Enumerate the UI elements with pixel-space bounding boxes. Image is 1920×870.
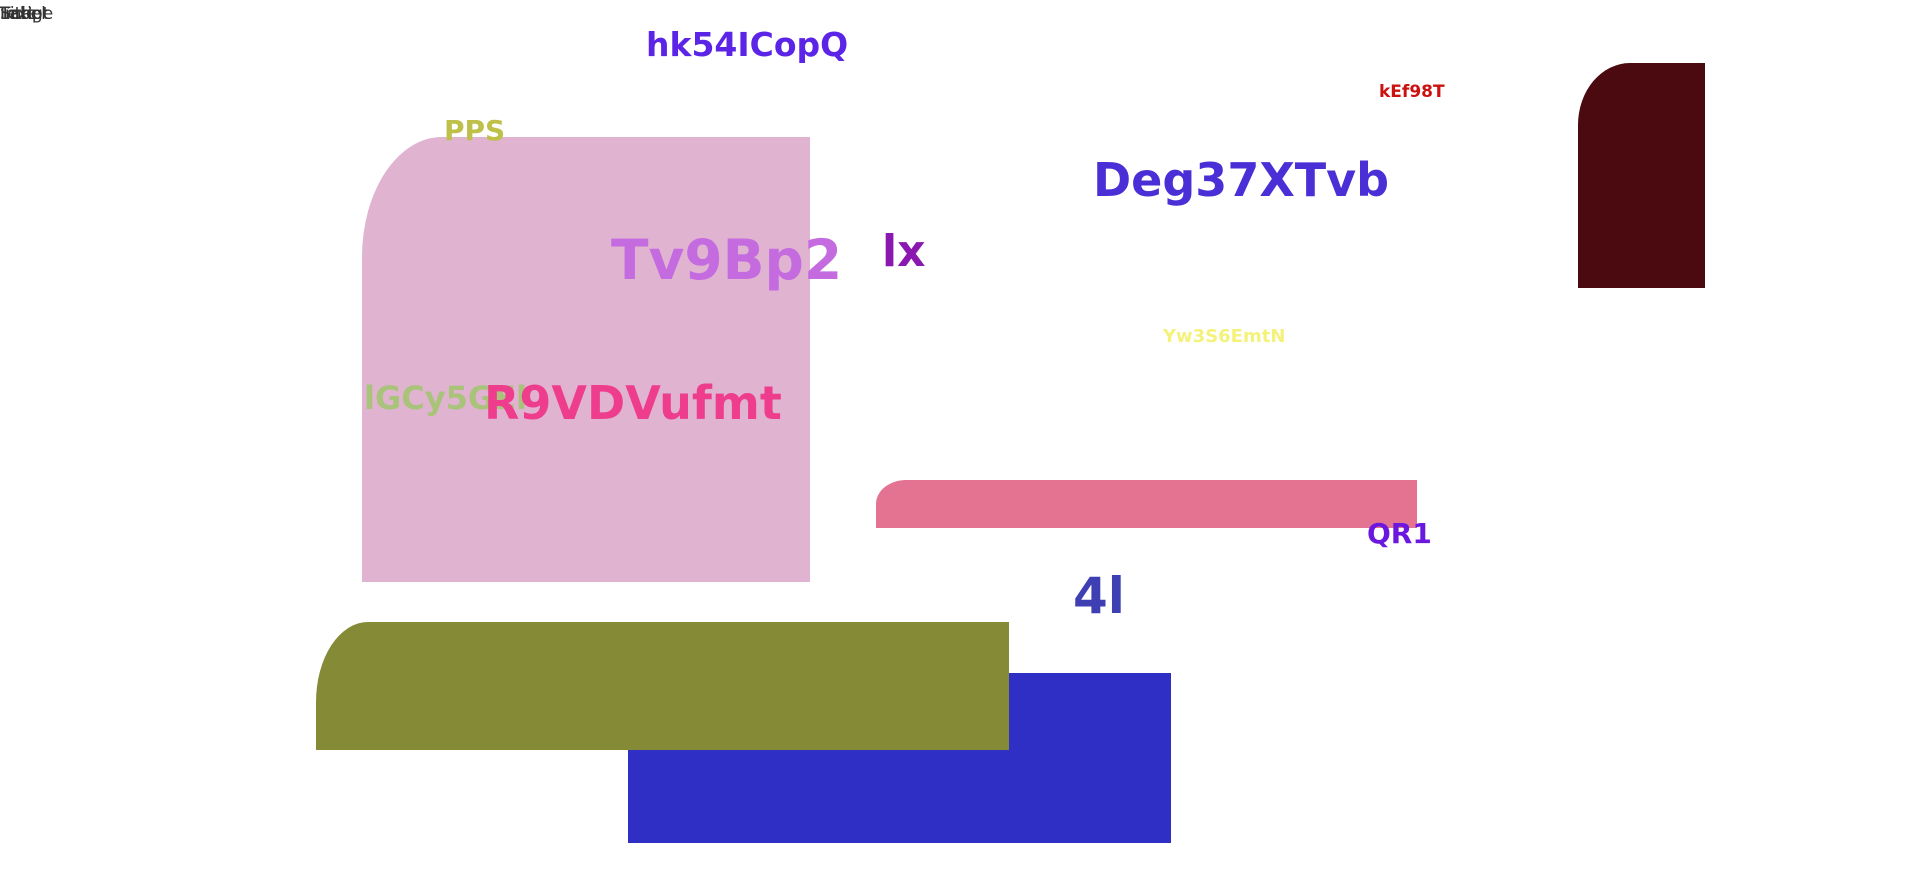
word-lgcy5gel: lGCy5GEl <box>364 379 527 417</box>
word-qr1: QR1 <box>1367 517 1432 550</box>
word-pps: PPS <box>444 114 506 147</box>
word-kef98t: kEf98T <box>1379 82 1445 102</box>
word-lx: lx <box>882 226 926 277</box>
corner-label-stack: Script Image Text Label Title <box>0 4 120 28</box>
word-tv9bp2: Tv9Bp2 <box>611 228 843 292</box>
corner-label: Script <box>0 4 50 24</box>
corner-label: Image <box>0 4 54 24</box>
corner-label: Title <box>0 4 37 24</box>
olive-panel <box>316 622 1009 750</box>
pink-panel <box>362 137 810 582</box>
word-yw3s6emtn: Yw3S6EmtN <box>1163 326 1286 347</box>
word-deg37xtvb: Deg37XTvb <box>1093 153 1390 207</box>
word-4l: 4l <box>1073 567 1125 625</box>
word-r9vdvufmt: R9VDVufmt <box>484 376 782 430</box>
corner-label: Label <box>0 4 46 24</box>
corner-label: Text <box>0 4 35 24</box>
dark-red-panel <box>1578 63 1705 288</box>
word-hk54icopq: hk54ICopQ <box>646 25 849 64</box>
rose-bar <box>876 480 1417 528</box>
